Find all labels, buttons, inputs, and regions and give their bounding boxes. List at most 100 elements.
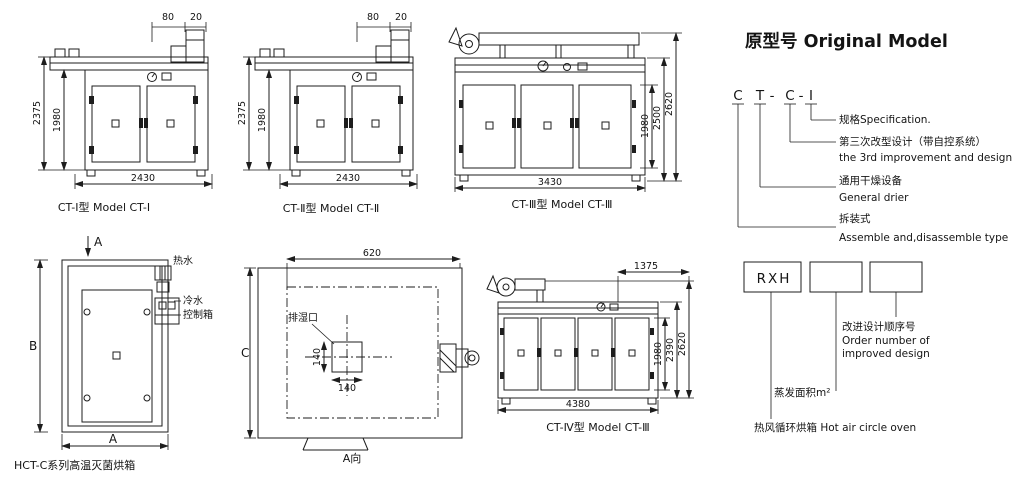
ct3-oven-body [454, 57, 646, 182]
ct4-oven-body [497, 301, 659, 405]
ct3-dim-h1: 1980 [640, 114, 651, 138]
code-ann-assemble-cn: 拆装式 [839, 212, 871, 225]
ct4-caption: CT-Ⅳ型 Model CT-Ⅲ [546, 420, 649, 434]
ct3-gauge-icon [537, 60, 549, 72]
ct1-door-right [146, 85, 196, 163]
code-dash-1: - [770, 88, 775, 104]
hct-door [81, 289, 153, 423]
rxh-ann-order-cn: 改进设计顺序号 [842, 320, 916, 333]
ct4-dim-width: 4380 [566, 399, 590, 410]
code-letter-c2: C [785, 88, 794, 104]
hct-caption: HCT-C系列高温灭菌烘箱 [14, 458, 135, 472]
code-ann-spec: 规格Specification. [839, 113, 931, 126]
code-ann-3rd-en: the 3rd improvement and design [839, 152, 1012, 164]
code-ann-drier-en: General drier [839, 192, 909, 204]
hct-hot-water-label: 热水 [173, 254, 193, 267]
ct2-pipe-stub [259, 48, 271, 58]
ct1-pipe-stub [68, 48, 80, 58]
ct4-dim-top: 1375 [634, 261, 658, 272]
rxh-box-2 [809, 261, 863, 293]
ct4-drawing: 1375 1980 [486, 261, 694, 434]
code-letter-i: I [809, 88, 813, 104]
hct-dim-width: A [109, 432, 118, 446]
vent-dim-h: 140 [312, 348, 323, 366]
ct3-door-2 [520, 84, 574, 169]
code-letter-t: T [755, 88, 765, 104]
top-view-caption: A向 [343, 451, 362, 465]
ct2-pipe-stub [273, 48, 285, 58]
ct1-oven-body [49, 56, 209, 177]
ct3-drawing: 1980 2500 2620 3430 CT-Ⅲ型 Model CT-Ⅲ [448, 26, 682, 211]
ct2-drawing: 80 20 [237, 12, 418, 215]
ct4-door-3 [577, 317, 613, 391]
hct-cold-water-label: 冷水 [183, 294, 203, 307]
ct3-caption: CT-Ⅲ型 Model CT-Ⅲ [512, 197, 613, 211]
ct2-dim-width: 2430 [336, 173, 360, 184]
rxh-box-label: RXH [757, 271, 792, 287]
ct3-dim-h2: 2500 [652, 106, 663, 130]
ct1-dim-height-outer: 2375 [32, 101, 43, 125]
ct1-door-left [91, 85, 141, 163]
vent-label: 排湿口 [288, 311, 318, 324]
ct2-chimney [375, 29, 410, 63]
ct1-dim-height-inner: 1980 [52, 108, 63, 132]
ct2-door-left [296, 85, 346, 163]
top-view-inner-chamber [286, 286, 439, 419]
ct3-door-3 [578, 84, 632, 169]
ct4-door-2 [540, 317, 576, 391]
ct3-dim-h3: 2620 [664, 92, 675, 116]
fan-motor [439, 343, 480, 373]
code-letter-c1: C [733, 88, 742, 104]
rxh-box-1 [743, 261, 802, 293]
rxh-ann-order-en1: Order number of [842, 335, 930, 347]
rxh-ann-oven: 热风循环烘箱 Hot air circle oven [754, 421, 916, 434]
ct3-dim-width: 3430 [538, 177, 562, 188]
hct-view-label: A [94, 235, 103, 249]
ct1-chimney [170, 29, 205, 63]
ct2-gauge-icon [352, 72, 362, 82]
ct1-dim-top-b: 20 [190, 12, 202, 23]
ct1-gauge-icon [147, 72, 157, 82]
rxh-ann-order-en2: improved design [842, 348, 930, 360]
ct4-dim-h1: 1980 [653, 342, 664, 366]
hct-hot-water-fitting [154, 265, 172, 293]
code-dash-2: - [799, 88, 804, 104]
ct1-pipe-stub [54, 48, 66, 58]
code-ann-drier-cn: 通用干燥设备 [839, 174, 902, 187]
ct1-drawing: 80 20 [32, 12, 213, 214]
ct4-blower-piping [486, 274, 546, 303]
top-view-drawing: 620 C 140 140 排湿口 A向 [241, 248, 480, 465]
page-title: 原型号 Original Model [745, 31, 948, 52]
base-stand [302, 437, 369, 451]
ct1-caption: CT-Ⅰ型 Model CT-Ⅰ [58, 200, 150, 214]
ct4-door-1 [503, 317, 539, 391]
hct-drawing: A 热水 冷水 控制箱 B [14, 235, 213, 472]
ct3-door-1 [462, 84, 516, 169]
original-model-panel: 原型号 Original Model C T - C - I 规格Specifi… [732, 31, 1012, 244]
vent-dim-w: 140 [338, 383, 356, 394]
ct2-caption: CT-Ⅱ型 Model CT-Ⅱ [283, 201, 380, 215]
hct-control-box-label: 控制箱 [183, 308, 213, 321]
ct2-dim-height-inner: 1980 [257, 108, 268, 132]
code-ann-assemble-en: Assemble and,disassemble type [839, 232, 1008, 244]
ct1-dim-top-a: 80 [162, 12, 174, 23]
hct-dim-height: B [29, 339, 37, 353]
ct3-blower-piping [448, 26, 640, 59]
ct2-dim-top-a: 80 [367, 12, 379, 23]
ct1-dim-width: 2430 [131, 173, 155, 184]
ct2-dim-height-outer: 2375 [237, 101, 248, 125]
rxh-designation: RXH 改进设计顺序号 Order number of improved des… [743, 261, 930, 434]
ct2-oven-body [254, 56, 414, 177]
ct4-gauge-icon [596, 302, 606, 312]
ct2-dim-top-b: 20 [395, 12, 407, 23]
top-view-outer [257, 267, 463, 439]
moisture-vent [331, 341, 363, 373]
top-view-dim-width: 620 [363, 248, 381, 259]
ct2-door-right [351, 85, 401, 163]
ct4-dim-h3: 2620 [677, 332, 688, 356]
code-ann-3rd-cn: 第三次改型设计（带自控系统） [839, 135, 986, 148]
ct4-door-4 [614, 317, 650, 391]
hct-oven-body [61, 259, 169, 433]
